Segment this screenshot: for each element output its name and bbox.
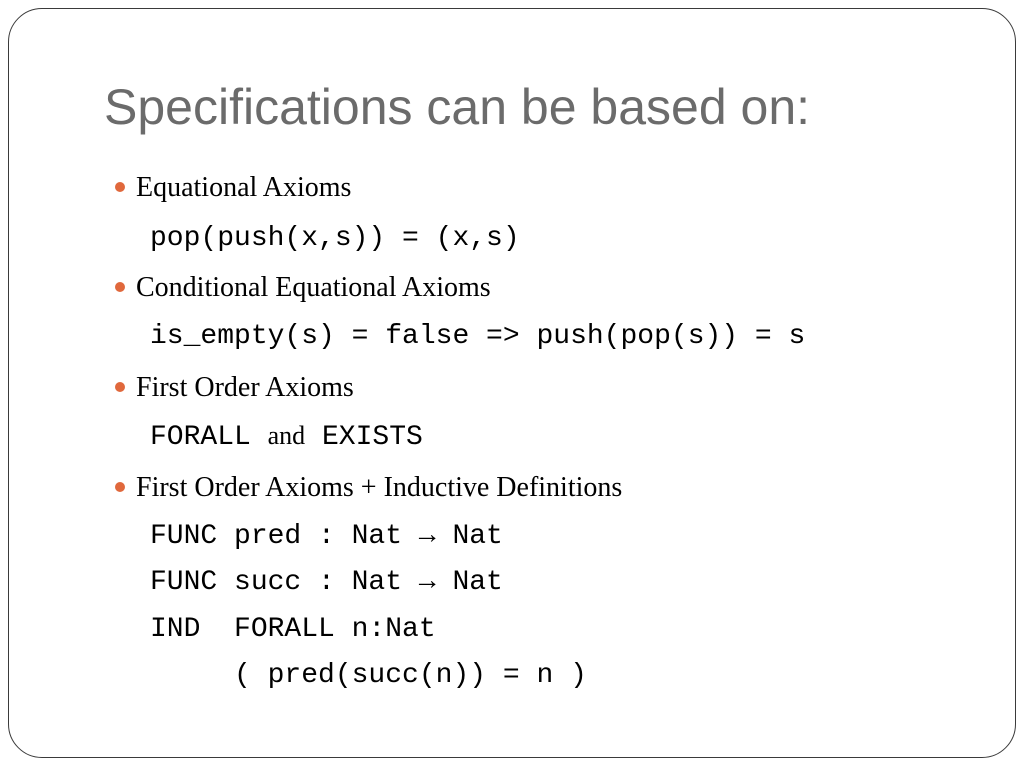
bullet-first-order-axioms: First Order Axioms xyxy=(136,372,354,403)
code-func-succ: FUNC succ : Nat → Nat xyxy=(150,567,503,598)
code-ind-body: ( pred(succ(n)) = n ) xyxy=(150,660,587,691)
bullet-dot-icon xyxy=(115,482,125,492)
code-forall: FORALL xyxy=(150,422,251,453)
code-conditional-example: is_empty(s) = false => push(pop(s)) = s xyxy=(150,321,806,352)
code-joiner-and: and xyxy=(267,421,306,450)
bullet-dot-icon xyxy=(115,182,125,192)
code-exists: EXISTS xyxy=(322,422,423,453)
bullet-equational-axioms: Equational Axioms xyxy=(136,172,352,203)
code-equational-example: pop(push(x,s)) = (x,s) xyxy=(150,223,520,254)
code-func-pred: FUNC pred : Nat → Nat xyxy=(150,521,503,552)
bullet-dot-icon xyxy=(115,282,125,292)
code-ind-forall: IND FORALL n:Nat xyxy=(150,614,436,645)
code-quantifiers: FORALL and EXISTS xyxy=(150,423,423,452)
slide-frame xyxy=(8,8,1016,758)
bullet-dot-icon xyxy=(115,382,125,392)
slide-title: Specifications can be based on: xyxy=(104,79,811,135)
bullet-conditional-equational-axioms: Conditional Equational Axioms xyxy=(136,272,491,303)
bullet-inductive-definitions: First Order Axioms + Inductive Definitio… xyxy=(136,472,623,503)
